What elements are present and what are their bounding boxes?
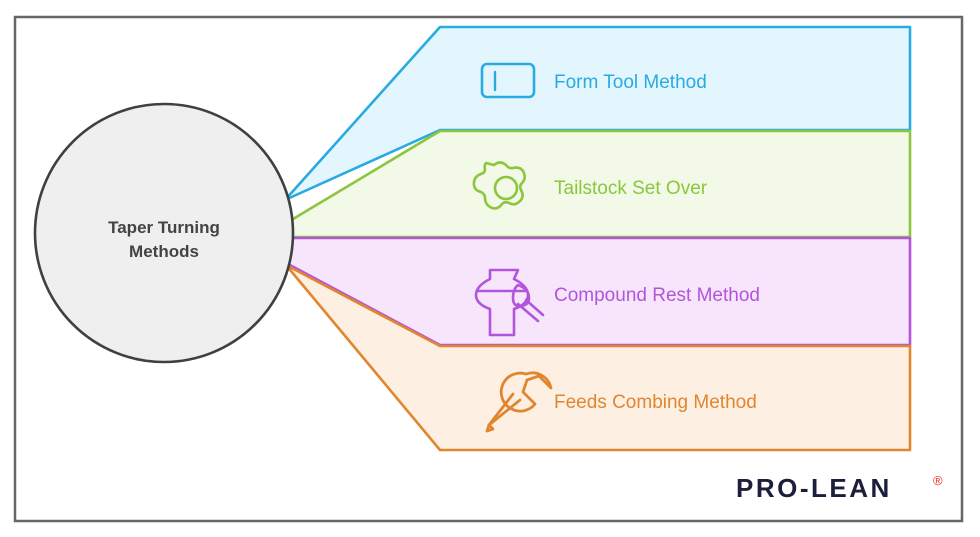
band-label-feeds-combing-method: Feeds Combing Method: [554, 392, 757, 413]
form-tool-icon: [480, 62, 536, 99]
hub-node[interactable]: Taper Turning Methods: [33, 102, 295, 364]
brand-logo[interactable]: PRO-LEAN ®: [736, 473, 943, 503]
hub-title-line1: Taper Turning: [108, 218, 220, 237]
band-label-compound-rest-method: Compound Rest Method: [554, 285, 760, 306]
gear-icon: [472, 161, 526, 210]
band-form-tool-method[interactable]: Form Tool Method: [283, 25, 912, 202]
band-shape-feeds-combing-method[interactable]: [284, 263, 912, 452]
outer-frame: [13, 15, 964, 523]
band-feeds-combing-method[interactable]: Feeds Combing Method: [284, 263, 912, 452]
workpiece-tool-icon: [474, 268, 545, 337]
registered-trademark-icon: ®: [933, 473, 943, 488]
logo-wordmark: PRO-LEAN: [736, 473, 892, 503]
band-label-form-tool-method: Form Tool Method: [554, 72, 707, 93]
band-shape-form-tool-method[interactable]: [283, 25, 912, 202]
wrench-icon: [485, 371, 553, 433]
hub-title-line2: Methods: [129, 242, 199, 261]
band-label-tailstock-set-over: Tailstock Set Over: [554, 178, 708, 199]
hub-circle[interactable]: [33, 102, 295, 364]
band-tailstock-set-over[interactable]: Tailstock Set Over: [286, 129, 912, 239]
